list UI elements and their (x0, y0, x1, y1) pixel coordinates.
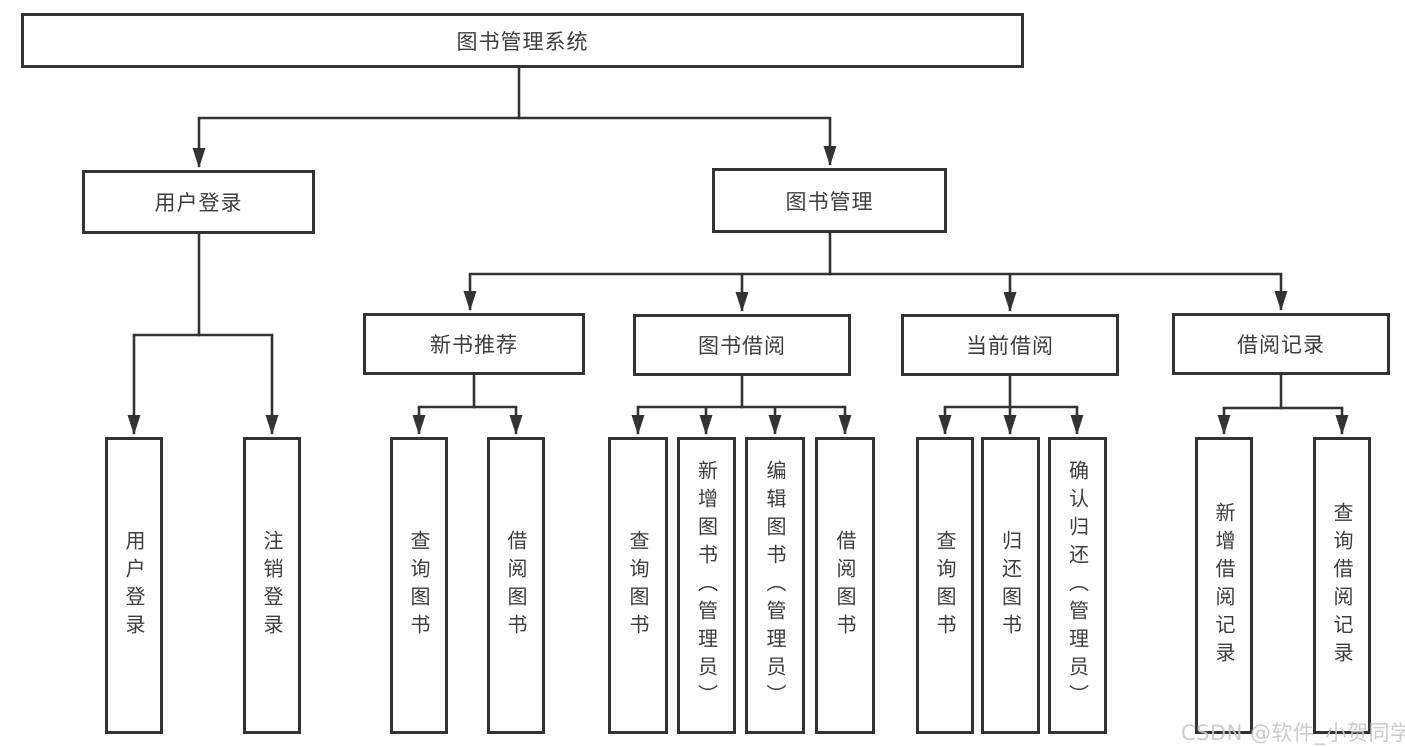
leaf-logout-login: 注销登录 (243, 437, 301, 734)
leaf-add-borrow-record: 新增借阅记录 (1195, 437, 1253, 734)
leaf-borrow-books-2: 借阅图书 (815, 437, 875, 734)
leaf-borrow-books-1: 借阅图书 (487, 437, 545, 734)
leaf-query-books-3: 查询图书 (916, 437, 974, 734)
node-new-book-recommend: 新书推荐 (363, 313, 585, 375)
leaf-user-login: 用户登录 (105, 437, 163, 734)
leaf-query-books-1: 查询图书 (390, 437, 448, 734)
node-library-system: 图书管理系统 (21, 13, 1024, 68)
node-current-borrow: 当前借阅 (901, 314, 1119, 376)
watermark: CSDN @软件_小贺同学 (1181, 721, 1405, 745)
node-book-borrow: 图书借阅 (633, 314, 851, 376)
leaf-confirm-return-admin: 确认归还（管理员） (1048, 437, 1107, 734)
leaf-return-books: 归还图书 (981, 437, 1040, 734)
leaf-edit-book-admin: 编辑图书（管理员） (745, 437, 805, 734)
leaf-add-book-admin: 新增图书（管理员） (677, 437, 736, 734)
leaf-query-borrow-record: 查询借阅记录 (1313, 437, 1371, 734)
leaf-query-books-2: 查询图书 (608, 437, 668, 734)
node-user-login: 用户登录 (82, 170, 315, 234)
node-borrow-records: 借阅记录 (1172, 313, 1390, 375)
node-book-management: 图书管理 (712, 168, 947, 233)
